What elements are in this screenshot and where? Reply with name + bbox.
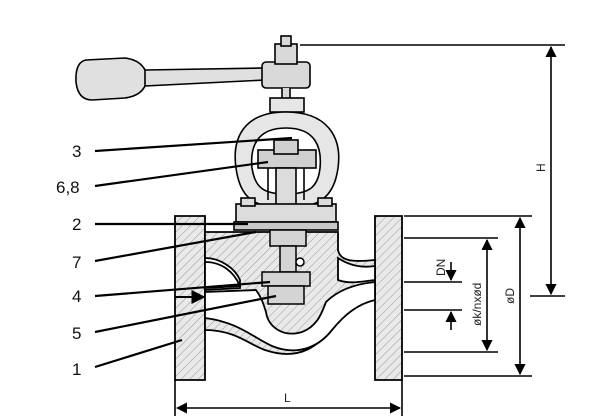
- callout-2: 2: [72, 215, 81, 234]
- dimension-lines: [174, 44, 565, 416]
- callout-7: 7: [72, 253, 81, 272]
- callout-leaders: [94, 136, 293, 369]
- handle-lever: [75, 57, 266, 101]
- handle-hub: [261, 35, 311, 105]
- dim-label-h: H: [534, 163, 548, 172]
- dim-label-outer-diameter: øD: [503, 288, 517, 304]
- dim-label-bolt-circle: øk/nxød: [470, 283, 484, 326]
- callout-5: 5: [72, 324, 81, 343]
- dim-label-dn: DN: [434, 259, 448, 276]
- yoke: [234, 97, 340, 209]
- dim-label-l: L: [284, 391, 291, 405]
- callout-4: 4: [72, 287, 81, 306]
- callout-6-8: 6,8: [56, 178, 80, 197]
- callout-3: 3: [72, 142, 81, 161]
- stem-and-disc: [261, 229, 311, 305]
- callout-1: 1: [72, 360, 81, 379]
